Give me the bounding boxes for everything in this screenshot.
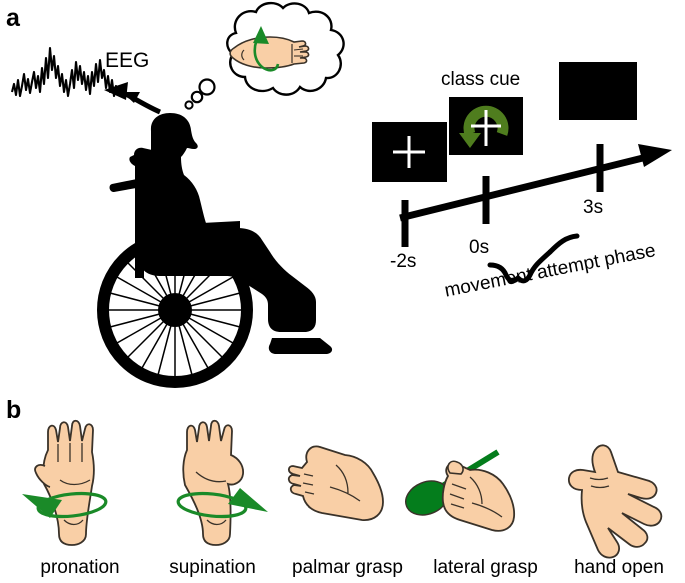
class-cue-label: class cue xyxy=(441,69,521,90)
class-cue-screen xyxy=(449,97,523,155)
eeg-arrow xyxy=(104,82,161,115)
timeline-axis xyxy=(399,151,656,222)
movement-attempt-brace-tail xyxy=(547,233,580,255)
supination-arrowhead xyxy=(228,488,268,512)
eeg-waveform xyxy=(10,46,121,98)
fixation-cross-screen xyxy=(372,122,447,182)
gesture-label-pronation: pronation xyxy=(40,557,120,578)
gesture-label-palmar-grasp: palmar grasp xyxy=(292,557,403,578)
gesture-label-supination: supination xyxy=(169,557,256,578)
hand-palmar-grasp-icon xyxy=(287,445,384,521)
gesture-label-hand-open: hand open xyxy=(574,557,664,578)
eeg-label: EEG xyxy=(105,49,150,72)
hand-pronation-icon xyxy=(22,419,108,546)
thought-dot-small xyxy=(184,100,194,110)
timeline-tick-label-0s: 0s xyxy=(469,237,490,258)
trial-timeline xyxy=(399,144,672,284)
hand-lateral-grasp-icon xyxy=(405,449,516,532)
timeline-tick-label-minus2s: -2s xyxy=(390,251,417,272)
blank-screen xyxy=(559,62,637,120)
timeline-tick-label-3s: 3s xyxy=(583,197,604,218)
hand-supination-icon xyxy=(176,419,268,546)
wheelchair-user-silhouette xyxy=(97,113,333,388)
panel-b-letter: b xyxy=(6,396,22,424)
wheelchair-wheel xyxy=(97,232,253,388)
panel-a-letter: a xyxy=(6,4,20,32)
hand-open-icon xyxy=(568,444,663,559)
imagined-hand-rotation xyxy=(229,26,310,72)
gesture-label-lateral-grasp: lateral grasp xyxy=(433,557,538,578)
thought-dot-medium xyxy=(190,90,204,104)
movement-attempt-brace xyxy=(487,249,553,284)
pronation-arrowhead xyxy=(22,494,62,518)
thought-bubble xyxy=(184,1,345,110)
thought-dot-large xyxy=(198,78,216,96)
timeline-arrowhead xyxy=(638,144,672,167)
